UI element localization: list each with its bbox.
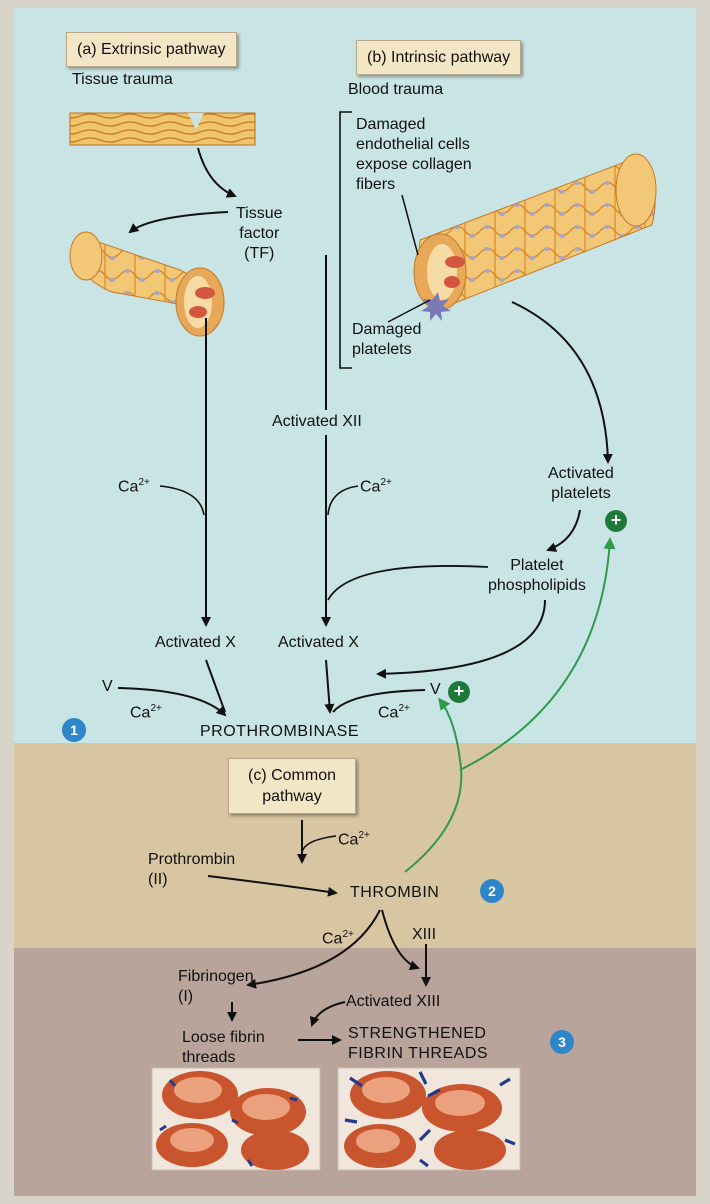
intrinsic-pathway-title: (b) Intrinsic pathway	[356, 40, 521, 75]
tissue-trauma-label: Tissue trauma	[72, 70, 173, 90]
step-one-badge: 1	[62, 718, 86, 742]
common-pathway-title: (c) Common pathway	[228, 758, 356, 814]
activated-x-extrinsic-label: Activated X	[155, 633, 236, 653]
loose-fibrin-image	[152, 1068, 320, 1170]
extrinsic-vessel-image	[70, 232, 224, 336]
factor-v-left-label: V	[102, 677, 113, 697]
activated-xiii-label: Activated XIII	[346, 992, 440, 1012]
activated-xii-label: Activated XII	[272, 412, 362, 432]
strengthened-fibrin-label: STRENGTHENED FIBRIN THREADS	[348, 1024, 488, 1064]
activated-x-intrinsic-label: Activated X	[278, 633, 359, 653]
strengthened-fibrin-image	[338, 1068, 520, 1170]
fibrinogen-label: Fibrinogen (I)	[178, 967, 254, 1007]
factor-xiii-label: XIII	[412, 925, 436, 945]
tissue-factor-label: Tissue factor (TF)	[236, 204, 283, 264]
step-three-badge: 3	[550, 1030, 574, 1054]
thrombin-label: THROMBIN	[350, 883, 439, 903]
damaged-platelets-label: Damaged platelets	[352, 320, 421, 360]
activated-platelets-label: Activated platelets	[548, 464, 614, 504]
extrinsic-pathway-title: (a) Extrinsic pathway	[66, 32, 237, 67]
calcium-prothrombinase-left-label: Ca2+	[130, 699, 162, 723]
positive-feedback-platelets-icon: +	[605, 510, 627, 532]
step-two-badge: 2	[480, 879, 504, 903]
factor-v-right-label: V	[430, 680, 441, 700]
calcium-intrinsic-label: Ca2+	[360, 473, 392, 497]
platelet-phospholipids-label: Platelet phospholipids	[488, 556, 586, 596]
loose-fibrin-label: Loose fibrin threads	[182, 1028, 265, 1068]
calcium-thrombin-label: Ca2+	[322, 925, 354, 949]
calcium-extrinsic-label: Ca2+	[118, 473, 150, 497]
prothrombin-label: Prothrombin (II)	[148, 850, 235, 890]
calcium-common-label: Ca2+	[338, 826, 370, 850]
positive-feedback-v-icon: +	[448, 681, 470, 703]
tissue-strip-image	[70, 113, 255, 145]
calcium-prothrombinase-right-label: Ca2+	[378, 699, 410, 723]
prothrombinase-label: PROTHROMBINASE	[200, 722, 359, 742]
blood-trauma-label: Blood trauma	[348, 80, 443, 100]
damaged-endothelial-label: Damaged endothelial cells expose collage…	[356, 115, 472, 195]
